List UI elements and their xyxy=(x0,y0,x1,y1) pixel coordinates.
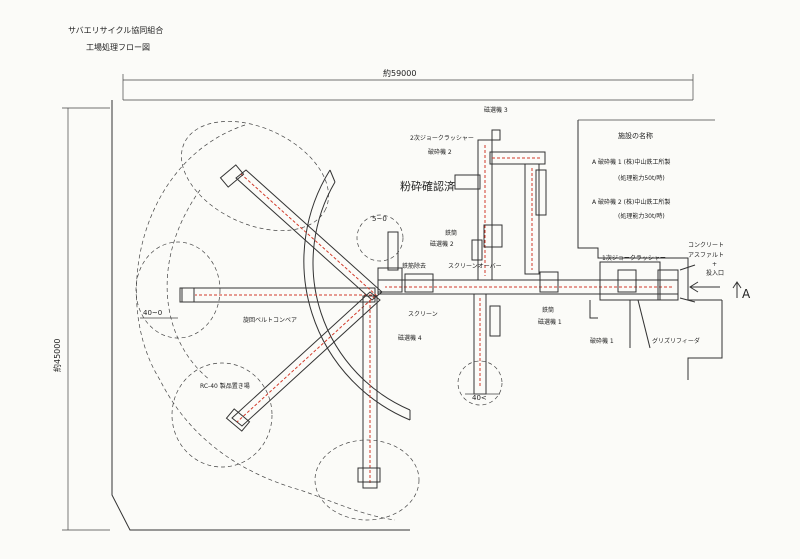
lower-conveyors xyxy=(387,231,501,395)
handwritten-note: 粉砕確認済 xyxy=(400,179,455,193)
screen-top-label: 鉄筒 xyxy=(445,229,457,237)
legend-item1-cap: (処理能力50t/時) xyxy=(618,174,665,182)
header-line1: サバエリサイクル協同組合 xyxy=(68,25,163,35)
range-bottom-label: 40< xyxy=(472,394,487,402)
secondary-line xyxy=(454,129,547,281)
crusher1-label: 破砕機 1 xyxy=(590,337,614,345)
belt-label: 旋回ベルトコンベア xyxy=(243,316,297,324)
facility-legend: 施設の名称 A 破砕機 1 (株)中山鉄工所製 (処理能力50t/時) A 破砕… xyxy=(592,131,670,220)
screen-label: スクリーン xyxy=(408,311,438,318)
magnet3-label: 磁選機 3 xyxy=(484,106,508,114)
asphalt-label: アスファルト xyxy=(688,252,724,259)
sieve-range-bottom xyxy=(457,360,503,406)
main-process-line xyxy=(377,261,696,349)
concrete-label: コンクリート xyxy=(688,242,724,249)
iron-sieve-label: 鉄筒 xyxy=(542,306,554,314)
sieve-range-top xyxy=(356,214,404,262)
product-label: RC-40 製品置き場 xyxy=(200,382,250,390)
jaw2-label: 2次ジョークラッシャー xyxy=(410,134,474,142)
height-dimension-label: 約45000 xyxy=(52,339,62,372)
magnet1-label: 磁選機 1 xyxy=(538,318,562,326)
jaw1-label: 1次ジョークラッシャー xyxy=(602,254,666,262)
width-dimension: 約59000 xyxy=(122,68,694,101)
range-top-label: 5~0 xyxy=(372,215,387,223)
radial-conveyors xyxy=(179,164,383,489)
magnet4-label: 磁選機 4 xyxy=(398,334,422,342)
view-arrow: A xyxy=(689,281,751,301)
range-left-label: 40~0 xyxy=(143,309,162,317)
and-label: + xyxy=(712,261,717,268)
grizzly-label: グリズリフィーダ xyxy=(652,337,700,345)
legend-item2-cap: (処理能力30t/時) xyxy=(618,212,665,220)
height-dimension: 約45000 xyxy=(52,107,110,531)
stockpile-ranges xyxy=(135,121,420,521)
legend-title: 施設の名称 xyxy=(618,131,653,140)
site-boundary-right-lower xyxy=(687,300,723,380)
magnet2-label: 磁選機 2 xyxy=(430,240,454,248)
arrow-a-label: A xyxy=(742,287,751,301)
width-dimension-label: 約59000 xyxy=(383,68,416,78)
site-boundary-left xyxy=(111,100,410,531)
screen-over-label: スクリーンオーバー xyxy=(448,263,502,270)
header-line2: 工場処理フロー図 xyxy=(86,42,150,52)
crusher2-label: 破砕機 2 xyxy=(428,148,452,156)
legend-item2-name: A 破砕機 2 (株)中山鉄工所製 xyxy=(592,198,670,206)
iron-removal-label: 鉄筋除去 xyxy=(402,262,426,270)
legend-item1-name: A 破砕機 1 (株)中山鉄工所製 xyxy=(592,158,670,166)
inlet-label: 投入口 xyxy=(706,269,724,277)
